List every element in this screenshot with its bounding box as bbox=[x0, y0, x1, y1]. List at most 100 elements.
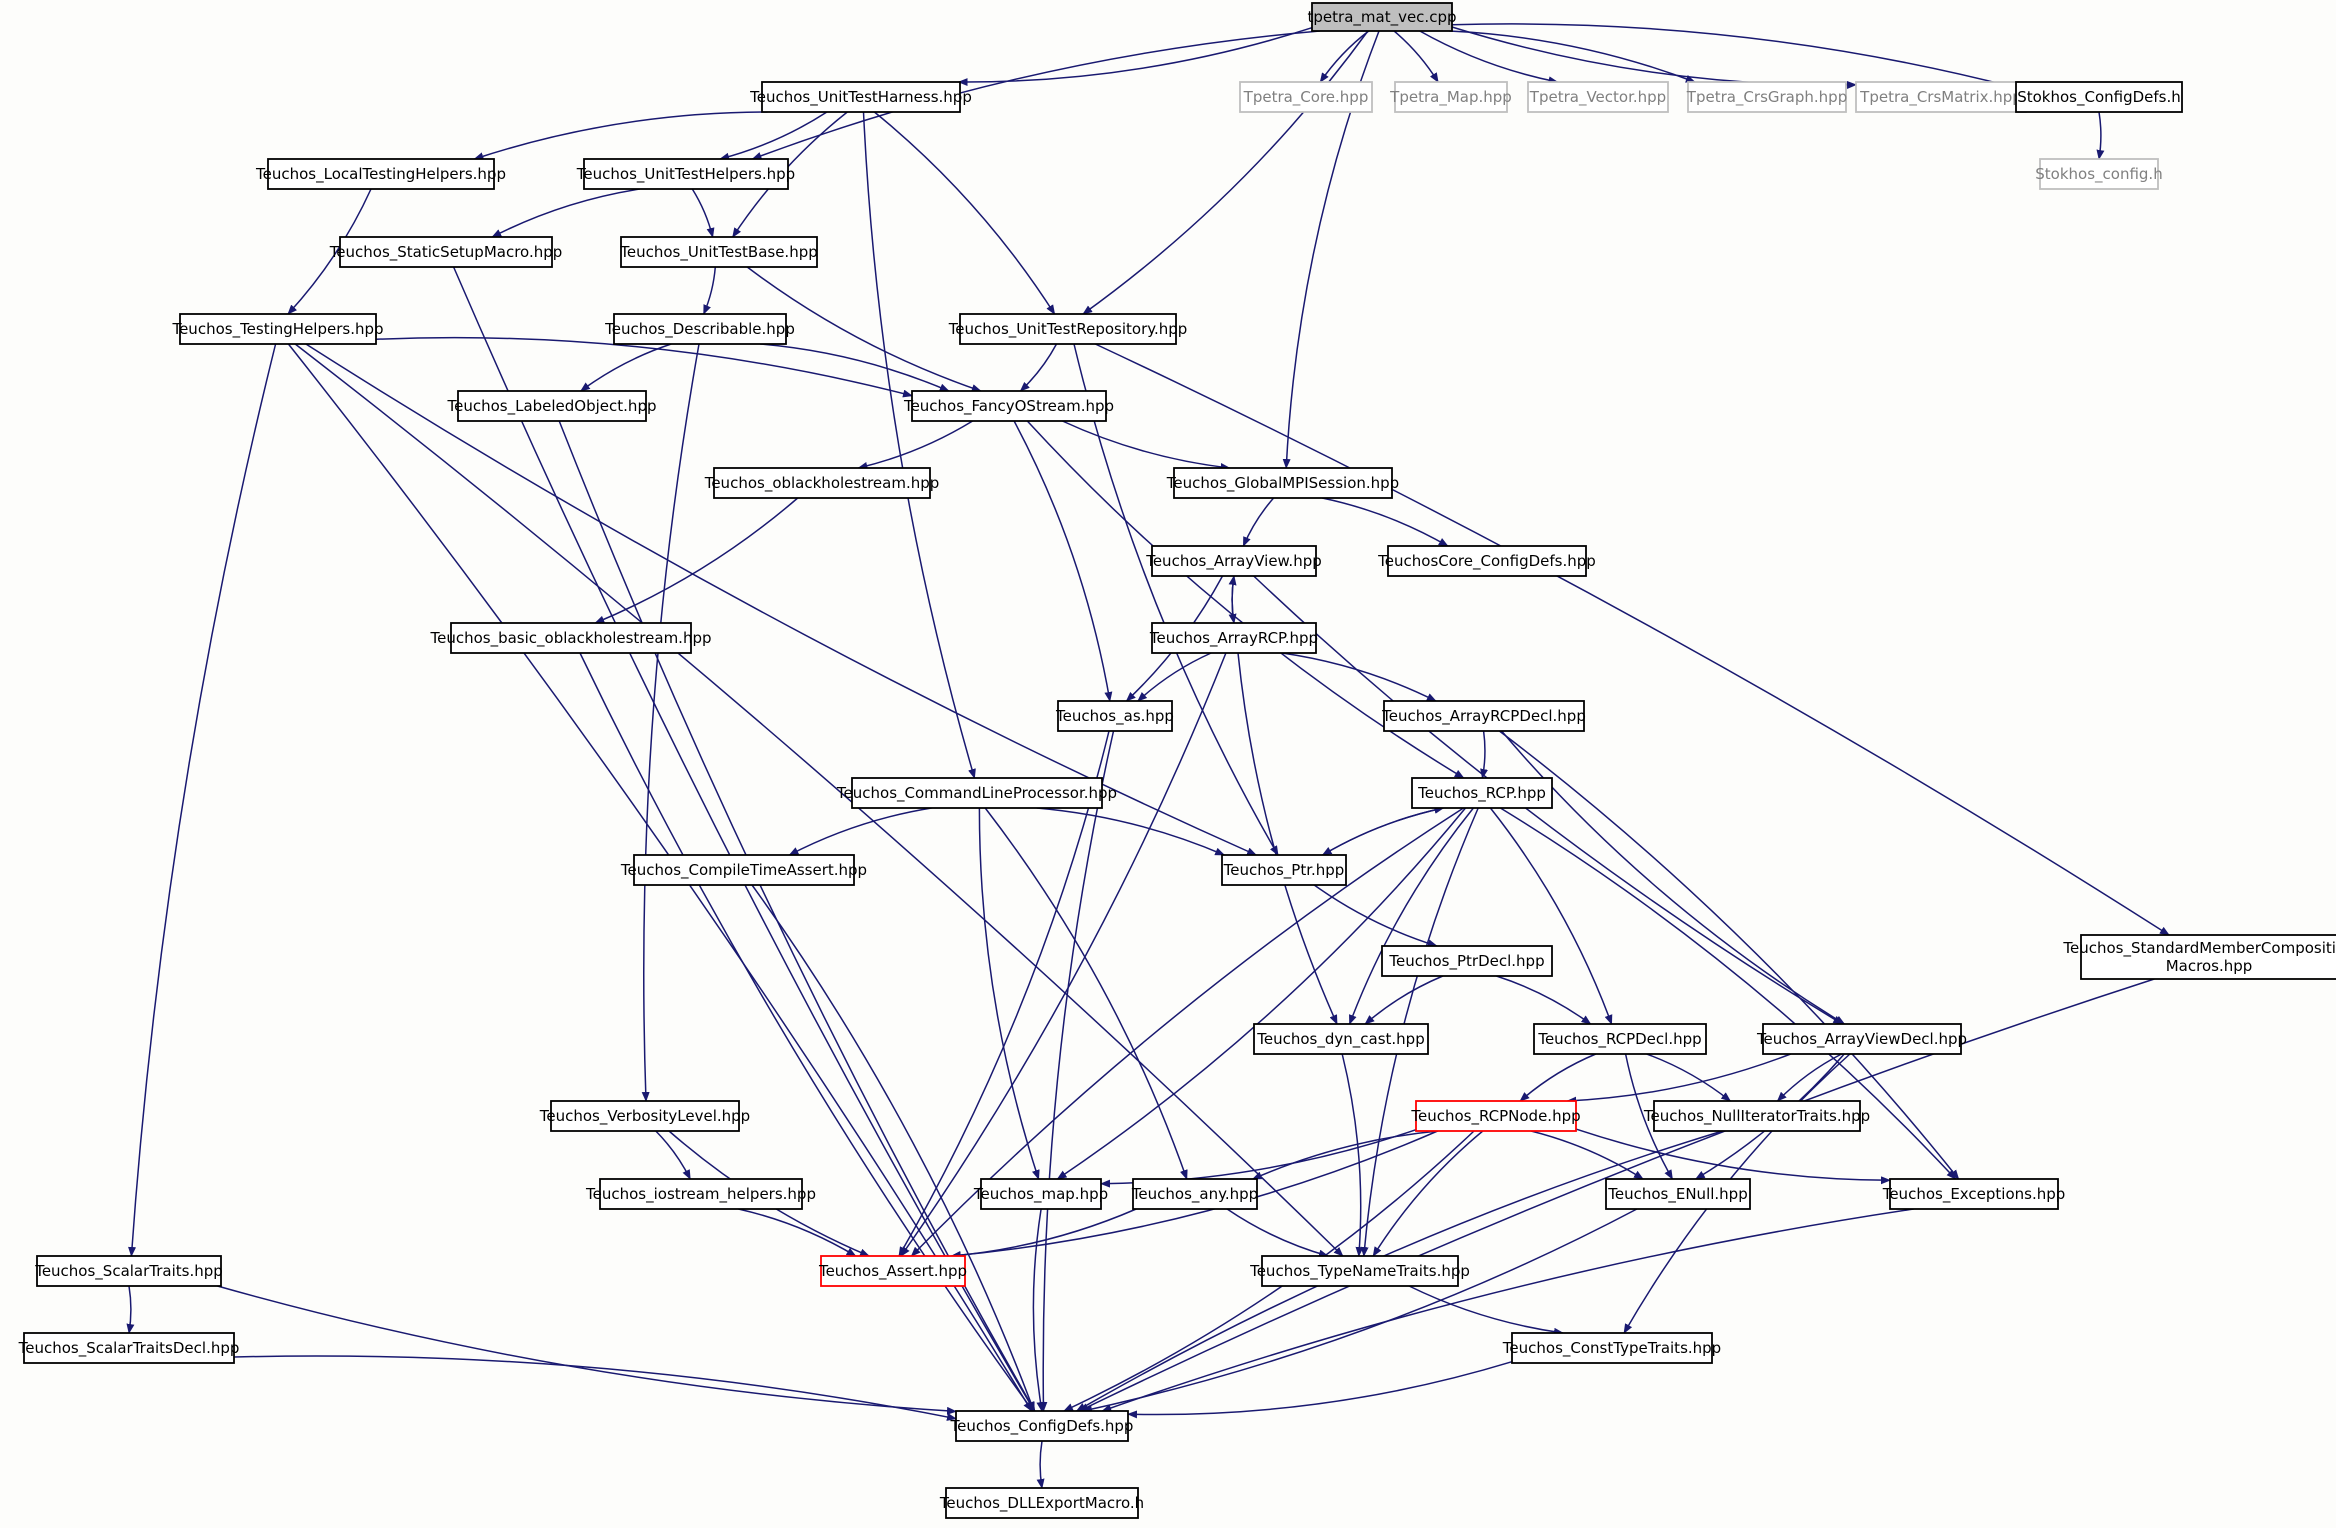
node-localtest[interactable]: Teuchos_LocalTestingHelpers.hpp bbox=[255, 158, 506, 190]
node-scalartraits[interactable]: Teuchos_ScalarTraits.hpp bbox=[34, 1255, 223, 1287]
node-consttype[interactable]: Teuchos_ConstTypeTraits.hpp bbox=[1502, 1332, 1721, 1364]
node-rcpnode[interactable]: Teuchos_RCPNode.hpp bbox=[1410, 1100, 1581, 1132]
node-stokcfg[interactable]: Stokhos_config.h bbox=[2035, 158, 2163, 190]
node-any[interactable]: Teuchos_any.hpp bbox=[1131, 1178, 1258, 1210]
node-corecfg[interactable]: TeuchosCore_ConfigDefs.hpp bbox=[1377, 545, 1596, 577]
edge-consttype-to-configdefs bbox=[1127, 1360, 1513, 1419]
node-root[interactable]: tpetra_mat_vec.cpp bbox=[1308, 2, 1457, 32]
node-label-verbosity: Teuchos_VerbosityLevel.hpp bbox=[539, 1107, 750, 1126]
node-arrayviewdecl[interactable]: Teuchos_ArrayViewDecl.hpp bbox=[1756, 1023, 1967, 1055]
node-dllexport[interactable]: Teuchos_DLLExportMacro.h bbox=[939, 1487, 1144, 1519]
node-box-exceptions bbox=[1889, 1178, 2059, 1210]
node-tcore[interactable]: Tpetra_Core.hpp bbox=[1239, 81, 1373, 113]
edge-nulliter-to-configdefs bbox=[1075, 1130, 1723, 1412]
edge-rcp-to-exceptions bbox=[1500, 807, 1957, 1180]
node-rcp[interactable]: Teuchos_RCP.hpp bbox=[1411, 777, 1553, 809]
node-oblack[interactable]: Teuchos_oblackholestream.hpp bbox=[704, 467, 940, 499]
node-staticsetup[interactable]: Teuchos_StaticSetupMacro.hpp bbox=[329, 236, 563, 268]
node-tmatrix[interactable]: Tpetra_CrsMatrix.hpp bbox=[1855, 81, 2027, 113]
edge-cmdline-to-map bbox=[978, 807, 1040, 1180]
edge-rcpnode-to-exceptions bbox=[1575, 1128, 1891, 1185]
node-box-ptr bbox=[1221, 854, 1347, 886]
node-typename[interactable]: Teuchos_TypeNameTraits.hpp bbox=[1249, 1255, 1470, 1287]
node-stdmember[interactable]: Teuchos_StandardMemberCompositionMacros.… bbox=[2062, 934, 2336, 980]
edge-testhelpers-to-scalartraits bbox=[128, 343, 277, 1257]
node-arrayrcpdecl[interactable]: Teuchos_ArrayRCPDecl.hpp bbox=[1381, 700, 1586, 732]
edge-arrayrcp-to-as bbox=[1137, 652, 1212, 702]
node-stokdefs[interactable]: Stokhos_ConfigDefs.h bbox=[2015, 81, 2183, 113]
node-iostream[interactable]: Teuchos_iostream_helpers.hpp bbox=[585, 1178, 816, 1210]
edge-testhelpers-to-fancy bbox=[375, 336, 913, 398]
node-rcpdecl[interactable]: Teuchos_RCPDecl.hpp bbox=[1533, 1023, 1707, 1055]
edge-describable-to-verbosity bbox=[641, 343, 700, 1102]
node-uthelpers[interactable]: Teuchos_UnitTestHelpers.hpp bbox=[576, 158, 795, 190]
node-ptr[interactable]: Teuchos_Ptr.hpp bbox=[1221, 854, 1347, 886]
node-label-any: Teuchos_any.hpp bbox=[1131, 1185, 1258, 1204]
node-labeled[interactable]: Teuchos_LabeledObject.hpp bbox=[447, 390, 657, 422]
node-enull[interactable]: Teuchos_ENull.hpp bbox=[1605, 1178, 1751, 1210]
node-box-enull bbox=[1605, 1178, 1751, 1210]
edge-fancy-to-globalmpi bbox=[1062, 420, 1231, 471]
edge-root-to-stokdefs bbox=[1451, 23, 2017, 90]
node-exceptions[interactable]: Teuchos_Exceptions.hpp bbox=[1882, 1178, 2066, 1210]
node-tvec[interactable]: Tpetra_Vector.hpp bbox=[1527, 81, 1669, 113]
node-nulliter[interactable]: Teuchos_NullIteratorTraits.hpp bbox=[1643, 1100, 1870, 1132]
node-label-dllexport: Teuchos_DLLExportMacro.h bbox=[939, 1494, 1144, 1513]
node-verbosity[interactable]: Teuchos_VerbosityLevel.hpp bbox=[539, 1100, 750, 1132]
node-globalmpi[interactable]: Teuchos_GlobalMPISession.hpp bbox=[1166, 467, 1399, 499]
node-box-arrayview bbox=[1151, 545, 1317, 577]
edge-describable-to-fancy bbox=[760, 343, 950, 392]
edge-rcp-to-rcpdecl bbox=[1489, 807, 1613, 1025]
node-arrayrcp[interactable]: Teuchos_ArrayRCP.hpp bbox=[1149, 622, 1318, 654]
edge-arrayviewdecl-to-rcpnode bbox=[1566, 1053, 1791, 1105]
node-box-basicoblack bbox=[450, 622, 692, 654]
node-box-dyncast bbox=[1253, 1023, 1429, 1055]
node-label-stdmember: Teuchos_StandardMemberComposition bbox=[2062, 939, 2336, 958]
node-box-localtest bbox=[267, 158, 495, 190]
node-testhelpers[interactable]: Teuchos_TestingHelpers.hpp bbox=[171, 313, 384, 345]
node-box-arrayrcp bbox=[1151, 622, 1317, 654]
node-box-staticsetup bbox=[339, 236, 553, 268]
node-box-testhelpers bbox=[179, 313, 377, 345]
node-label-utbase: Teuchos_UnitTestBase.hpp bbox=[619, 243, 818, 262]
node-utrepo[interactable]: Teuchos_UnitTestRepository.hpp bbox=[948, 313, 1188, 345]
node-describable[interactable]: Teuchos_Describable.hpp bbox=[604, 313, 795, 345]
node-ptrdecl[interactable]: Teuchos_PtrDecl.hpp bbox=[1381, 945, 1553, 977]
node-dyncast[interactable]: Teuchos_dyn_cast.hpp bbox=[1253, 1023, 1429, 1055]
edge-utbase-to-describable bbox=[703, 266, 717, 315]
node-label-globalmpi: Teuchos_GlobalMPISession.hpp bbox=[1166, 474, 1399, 493]
node-cmdline[interactable]: Teuchos_CommandLineProcessor.hpp bbox=[836, 777, 1117, 809]
node-tgraph[interactable]: Tpetra_CrsGraph.hpp bbox=[1686, 81, 1847, 113]
edge-uthelpers-to-staticsetup bbox=[491, 188, 640, 238]
node-box-configdefs bbox=[955, 1410, 1129, 1442]
node-scalardecl[interactable]: Teuchos_ScalarTraitsDecl.hpp bbox=[18, 1332, 240, 1364]
node-label-assert: Teuchos_Assert.hpp bbox=[818, 1262, 967, 1281]
node-fancy[interactable]: Teuchos_FancyOStream.hpp bbox=[903, 390, 1114, 422]
node-configdefs[interactable]: Teuchos_ConfigDefs.hpp bbox=[950, 1410, 1134, 1442]
node-box-rcp bbox=[1411, 777, 1553, 809]
node-basicoblack[interactable]: Teuchos_basic_oblackholestream.hpp bbox=[430, 622, 712, 654]
node-box-utrepo bbox=[959, 313, 1177, 345]
node-box-tgraph bbox=[1687, 81, 1847, 113]
node-label-arrayrcpdecl: Teuchos_ArrayRCPDecl.hpp bbox=[1381, 707, 1586, 726]
edge-testhelpers-to-typename bbox=[294, 343, 1344, 1257]
node-label-rcpdecl: Teuchos_RCPDecl.hpp bbox=[1537, 1030, 1701, 1049]
node-as[interactable]: Teuchos_as.hpp bbox=[1055, 700, 1174, 732]
node-arrayview[interactable]: Teuchos_ArrayView.hpp bbox=[1145, 545, 1322, 577]
node-box-stokcfg bbox=[2039, 158, 2159, 190]
node-tmap[interactable]: Tpetra_Map.hpp bbox=[1389, 81, 1512, 113]
node-harness[interactable]: Teuchos_UnitTestHarness.hpp bbox=[749, 81, 972, 113]
node-label-oblack: Teuchos_oblackholestream.hpp bbox=[704, 474, 940, 493]
edge-testhelpers-to-ptr bbox=[305, 343, 1258, 856]
node-label-consttype: Teuchos_ConstTypeTraits.hpp bbox=[1502, 1339, 1721, 1358]
edge-rcpnode-to-typename bbox=[1372, 1130, 1484, 1257]
node-label-stdmember-line2: Macros.hpp bbox=[2166, 957, 2253, 975]
node-label-dyncast: Teuchos_dyn_cast.hpp bbox=[1256, 1030, 1424, 1049]
edge-uthelpers-to-utbase bbox=[691, 188, 715, 238]
edge-cmdline-to-ptr bbox=[1036, 807, 1226, 856]
node-box-fancy bbox=[911, 390, 1107, 422]
node-assert[interactable]: Teuchos_Assert.hpp bbox=[818, 1255, 967, 1287]
node-map[interactable]: Teuchos_map.hpp bbox=[973, 1178, 1108, 1210]
node-utbase[interactable]: Teuchos_UnitTestBase.hpp bbox=[619, 236, 818, 268]
node-compiletime[interactable]: Teuchos_CompileTimeAssert.hpp bbox=[620, 854, 867, 886]
